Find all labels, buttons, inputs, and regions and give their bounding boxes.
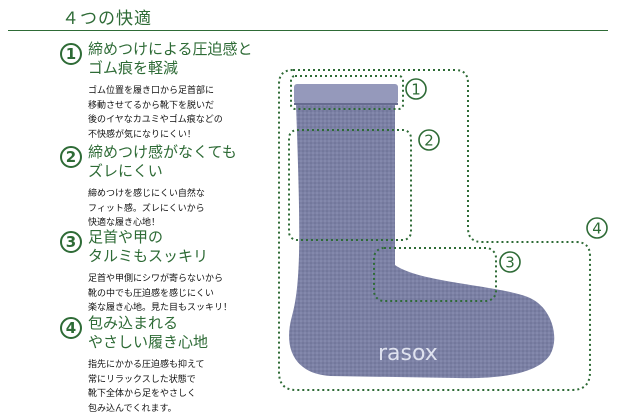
feature-desc-3: 足首や甲側にシワが寄らないから 靴の中でも圧迫感を感じにくい 楽な履き心地。見た… [88, 274, 233, 313]
feature-2: 2 締めつけ感がなくても ズレにくい 締めつけを感じにくい自然な フィット感。ズ… [60, 143, 270, 231]
brand-logo: rasox [378, 341, 438, 366]
zone-label-2: 2 [424, 132, 434, 150]
zone-label-4: 4 [592, 220, 602, 238]
feature-number-1: 1 [60, 43, 82, 65]
feature-number-4: 4 [60, 317, 82, 339]
title-divider [8, 30, 608, 31]
feature-number-2: 2 [60, 146, 82, 168]
feature-desc-4: 指先にかかる圧迫感も抑えて 常にリラックスした状態で 靴下全体から足をやさしく … [88, 360, 205, 414]
feature-4: 4 包み込まれる やさしい履き心地 指先にかかる圧迫感も抑えて 常にリラックスし… [60, 314, 270, 416]
zone-4-outline [278, 69, 591, 391]
feature-desc-1: ゴム位置を履き口から足首部に 移動させてるから靴下を脱いだ 後のイヤなカユミやゴ… [88, 86, 223, 140]
sock-cuff [294, 84, 398, 104]
feature-title-1: 締めつけによる圧迫感と ゴム痕を軽減 [88, 40, 253, 77]
feature-3: 3 足首や甲の タルミもスッキリ 足首や甲側にシワが寄らないから 靴の中でも圧迫… [60, 228, 270, 316]
feature-number-3: 3 [60, 231, 82, 253]
zone-1-outline [290, 75, 404, 110]
zone-3-outline [373, 247, 497, 302]
zone-label-3: 3 [505, 254, 515, 272]
feature-title-3: 足首や甲の タルミもスッキリ [88, 228, 209, 265]
feature-title-4: 包み込まれる やさしい履き心地 [88, 314, 209, 351]
page-title: ４つの快適 [62, 9, 152, 29]
feature-1: 1 締めつけによる圧迫感と ゴム痕を軽減 ゴム位置を履き口から足首部に 移動させ… [60, 40, 270, 142]
feature-title-2: 締めつけ感がなくても ズレにくい [88, 143, 237, 180]
zone-2-outline [288, 129, 412, 241]
feature-desc-2: 締めつけを感じにくい自然な フィット感。ズレにくいから 快適な履き心地！ [88, 189, 205, 228]
sock-body [289, 104, 555, 379]
zone-label-1: 1 [411, 81, 421, 99]
